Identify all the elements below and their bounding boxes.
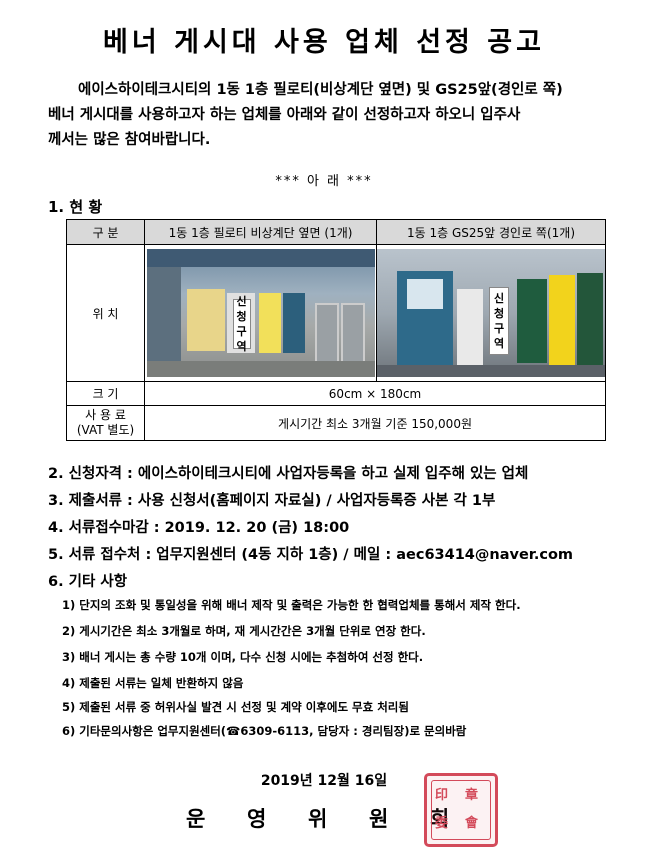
- sub-item: 4) 제출된 서류는 일체 반환하지 않음: [62, 676, 244, 690]
- official-seal-stamp: 印 章 委 會: [424, 773, 498, 847]
- intro-line: 에이스하이테크시티의 1동 1층 필로티(비상계단 옆면) 및 GS25앞(경인…: [78, 82, 563, 98]
- list-item: 3. 제출서류 : 사용 신청서(홈페이지 자료실) / 사업자등록증 사본 각…: [48, 493, 496, 509]
- committee-signature: 운 영 위 원 회: [186, 807, 450, 831]
- sub-item: 5) 제출된 서류 중 허위사실 발견 시 선정 및 계약 이후에도 무효 처리…: [62, 700, 409, 714]
- list-item: 5. 서류 접수처 : 업무지원센터 (4동 지하 1층) / 메일 : aec…: [48, 547, 574, 563]
- page-title: 베너 게시대 사용 업체 선정 공고: [103, 27, 545, 58]
- row-label-fee: 사 용 료 (VAT 별도): [65, 405, 146, 441]
- section-heading: 1. 현 황: [48, 198, 103, 216]
- list-item: 2. 신청자격 : 에이스하이테크시티에 사업자등록을 하고 실제 입주해 있는…: [48, 466, 529, 482]
- list-item: 4. 서류접수마감 : 2019. 12. 20 (금) 18:00: [48, 520, 350, 536]
- list-item: 6. 기타 사항: [48, 574, 128, 590]
- intro-paragraph: 에이스하이테크시티의 1동 1층 필로티(비상계단 옆면) 및 GS25앞(경인…: [48, 78, 618, 153]
- table-header-cell: 1동 1층 GS25앞 경인로 쪽(1개): [376, 219, 606, 245]
- intro-line: 베너 게시대를 사용하고자 하는 업체를 아래와 같이 선정하고자 하오니 입주…: [48, 107, 521, 123]
- sub-item: 1) 단지의 조화 및 통일성을 위해 배너 제작 및 출력은 가능한 한 협력…: [62, 598, 521, 612]
- size-value: 60cm × 180cm: [144, 381, 606, 406]
- table-header-cell: 구 분: [65, 219, 146, 245]
- row-label-size: 크 기: [65, 381, 146, 406]
- row-label-location: 위 치: [65, 244, 146, 382]
- sub-item: 2) 게시기간은 최소 3개월로 하며, 재 게시간간은 3개월 단위로 연장 …: [62, 624, 426, 638]
- sub-item: 6) 기타문의사항은 업무지원센터(☎6309-6113, 담당자 : 경리팀장…: [62, 724, 467, 738]
- status-table: 구 분 1동 1층 필로티 비상계단 옆면 (1개) 1동 1층 GS25앞 경…: [65, 219, 606, 441]
- below-heading: *** 아 래 ***: [275, 174, 373, 189]
- intro-line: 께서는 많은 참여바랍니다.: [48, 132, 211, 148]
- notice-date: 2019년 12월 16일: [260, 773, 388, 789]
- table-header-cell: 1동 1층 필로티 비상계단 옆면 (1개): [144, 219, 377, 245]
- fee-value: 게시기간 최소 3개월 기준 150,000원: [144, 405, 606, 441]
- sub-item: 3) 배너 게시는 총 수량 10개 이며, 다수 신청 시에는 추첨하여 선정…: [62, 650, 424, 664]
